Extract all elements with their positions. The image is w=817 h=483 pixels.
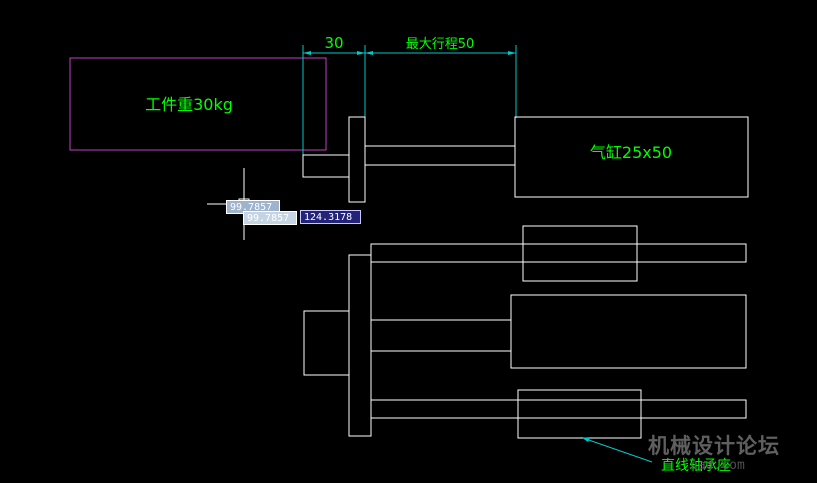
top-piston-rod[interactable] (364, 145, 516, 166)
watermark-url: cad.com (690, 458, 745, 473)
watermark-title: 机械设计论坛 (648, 434, 780, 458)
bottom-piston-rod[interactable] (370, 319, 512, 352)
dimension-text-30: 30 (324, 34, 343, 52)
dimension-arrow (357, 51, 365, 55)
bearing-label: 直线轴承座 (661, 457, 731, 474)
dimension-text-stroke: 最大行程50 (406, 37, 475, 52)
bottom-mount-plate[interactable] (348, 254, 372, 437)
cylinder-body-lower[interactable] (510, 294, 747, 369)
top-connector-block[interactable] (302, 154, 350, 178)
guide-rod-upper[interactable] (370, 243, 747, 263)
bearing-block-upper[interactable] (522, 225, 638, 282)
workpiece-box[interactable] (69, 57, 327, 151)
leader-arrow-icon (581, 437, 590, 442)
cursor-readout-y[interactable]: 99.7857 (243, 211, 297, 225)
cursor-readout-length[interactable]: 124.3178 (300, 210, 361, 224)
cylinder-label: 气缸25x50 (590, 143, 672, 162)
dimension-arrow (365, 51, 373, 55)
bearing-leader-line (582, 437, 653, 463)
guide-rod-lower[interactable] (370, 399, 747, 419)
bearing-block-lower[interactable] (517, 389, 642, 439)
workpiece-label: 工件重30kg (145, 95, 233, 114)
top-mount-plate[interactable] (348, 116, 366, 203)
bottom-connector-block[interactable] (303, 310, 350, 376)
dimension-arrow (303, 51, 311, 55)
cylinder-body[interactable] (514, 116, 749, 198)
dimension-arrow (508, 51, 516, 55)
